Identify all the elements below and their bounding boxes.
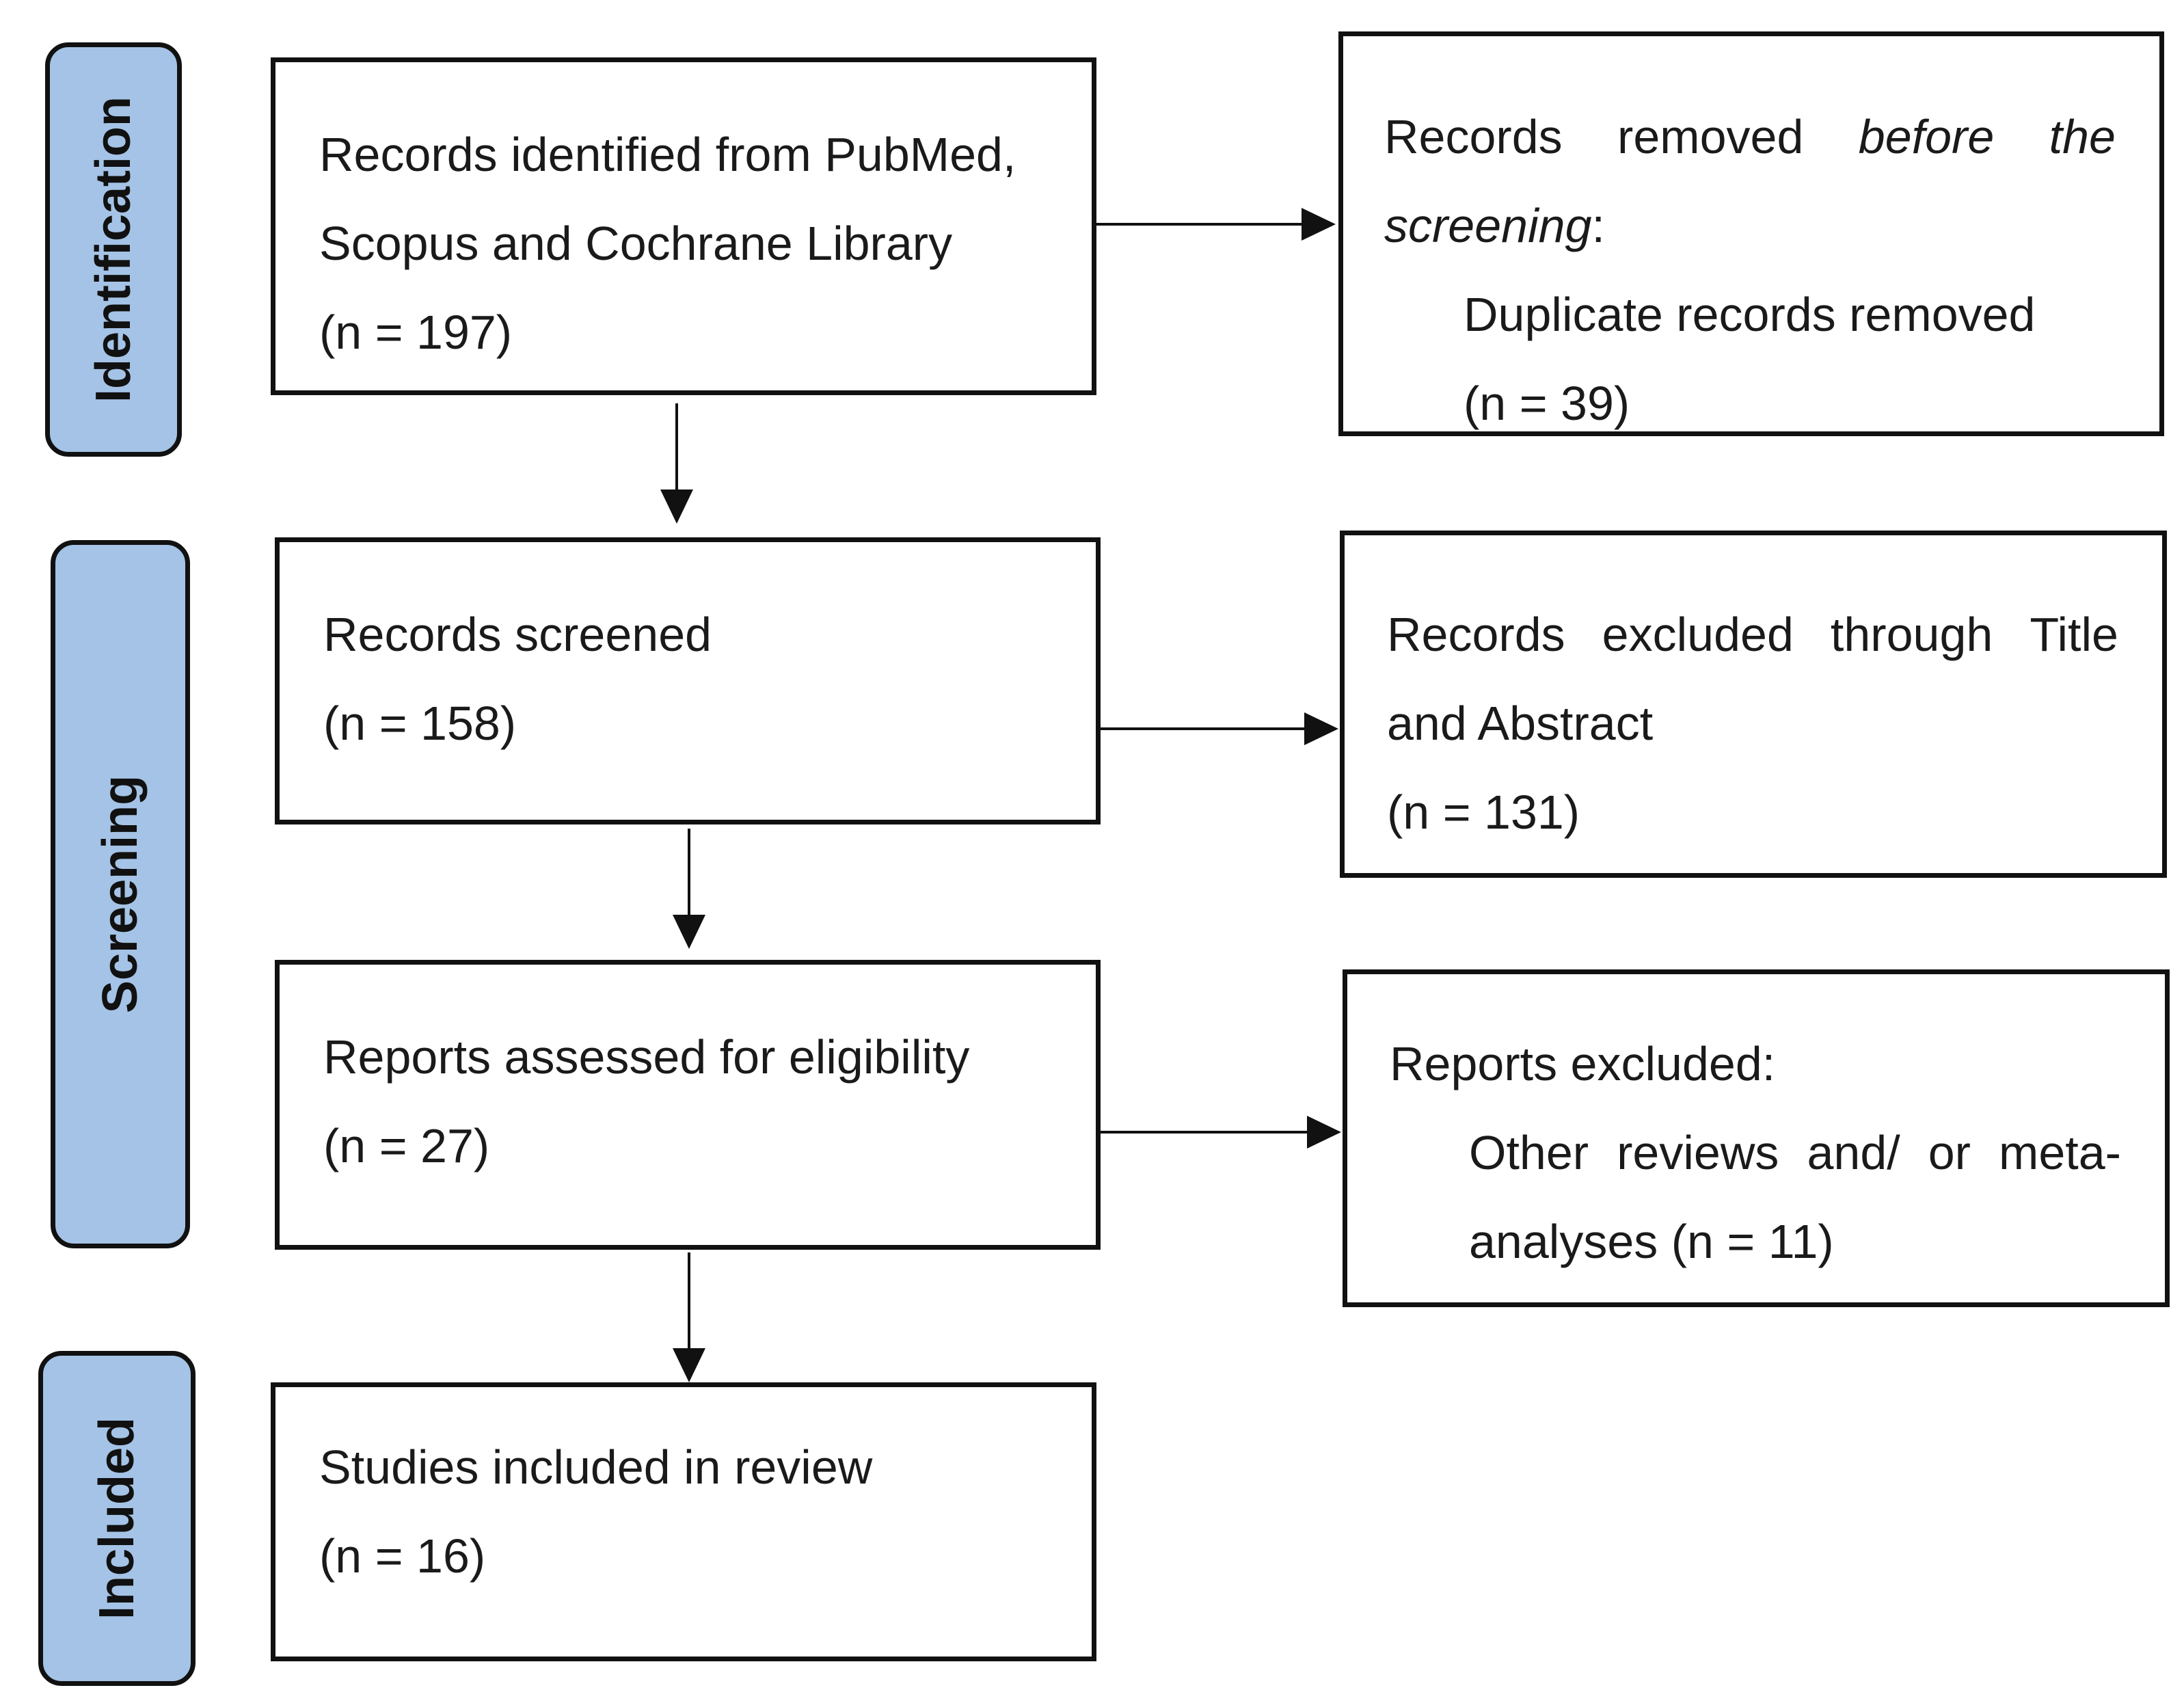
excluded-word1: Records bbox=[1387, 608, 1565, 661]
phase-screening: Screening bbox=[51, 540, 190, 1248]
arrow-identified-to-screened-head bbox=[660, 490, 693, 524]
reports-excluded-word5: meta- bbox=[1999, 1126, 2121, 1179]
reports-excluded-word3: and/ bbox=[1807, 1126, 1900, 1179]
removed-colon: : bbox=[1591, 199, 1605, 252]
excluded-count: (n = 131) bbox=[1387, 786, 1580, 839]
reports-excluded-line1: Reports excluded: bbox=[1390, 1037, 1776, 1090]
excluded-word3: through bbox=[1830, 608, 1993, 661]
identified-line1: Records identified from PubMed, bbox=[319, 128, 1016, 181]
reports-excluded-word1: Other bbox=[1469, 1126, 1589, 1179]
arrow-assessed-to-included-head bbox=[673, 1348, 705, 1382]
box-studies-included: Studies included in review (n = 16) bbox=[271, 1382, 1096, 1661]
included-count: (n = 16) bbox=[319, 1529, 486, 1583]
reports-excluded-word2: reviews bbox=[1617, 1126, 1779, 1179]
removed-word1: Records bbox=[1384, 110, 1563, 163]
eligibility-line1: Reports assessed for eligibility bbox=[323, 1030, 970, 1084]
screened-count: (n = 158) bbox=[323, 697, 517, 750]
box-records-removed: Records removed before the screening: Du… bbox=[1338, 31, 2164, 436]
box-reports-assessed: Reports assessed for eligibility (n = 27… bbox=[275, 960, 1101, 1250]
excluded-word4: Title bbox=[2030, 608, 2118, 661]
eligibility-count: (n = 27) bbox=[323, 1119, 490, 1172]
excluded-line1: Records excluded through Title bbox=[1387, 590, 2118, 679]
removed-word5: screening bbox=[1384, 199, 1592, 252]
included-line1: Studies included in review bbox=[319, 1440, 873, 1494]
removed-line3: Duplicate records removed bbox=[1464, 288, 2036, 341]
identified-count: (n = 197) bbox=[319, 306, 513, 359]
arrow-assessed-to-reports-excluded-head bbox=[1307, 1116, 1341, 1149]
phase-included: Included bbox=[38, 1351, 196, 1686]
removed-count: (n = 39) bbox=[1464, 377, 1630, 430]
phase-identification: Identification bbox=[45, 42, 182, 457]
removed-word2: removed bbox=[1617, 110, 1804, 163]
arrow-screened-to-assessed-head bbox=[673, 915, 705, 949]
excluded-line2: and Abstract bbox=[1387, 697, 1654, 750]
removed-word3: before bbox=[1858, 110, 1995, 163]
removed-word4: the bbox=[2049, 110, 2116, 163]
reports-excluded-line2: Other reviews and/ or meta- bbox=[1390, 1108, 2121, 1197]
arrow-identified-to-removed-head bbox=[1302, 208, 1336, 241]
screened-line1: Records screened bbox=[323, 608, 712, 661]
box-records-identified: Records identified from PubMed, Scopus a… bbox=[271, 57, 1096, 395]
reports-excluded-word4: or bbox=[1928, 1126, 1971, 1179]
box-records-excluded: Records excluded through Title and Abstr… bbox=[1340, 531, 2167, 878]
box-records-screened: Records screened (n = 158) bbox=[275, 537, 1101, 824]
identified-line2: Scopus and Cochrane Library bbox=[319, 217, 953, 270]
arrow-screened-to-excluded-head bbox=[1304, 712, 1338, 745]
reports-excluded-line3: analyses (n = 11) bbox=[1469, 1215, 1834, 1268]
excluded-word2: excluded bbox=[1602, 608, 1794, 661]
removed-line2: screening: bbox=[1384, 181, 2116, 270]
removed-line1: Records removed before the bbox=[1384, 92, 2116, 181]
box-reports-excluded: Reports excluded: Other reviews and/ or … bbox=[1343, 969, 2170, 1307]
